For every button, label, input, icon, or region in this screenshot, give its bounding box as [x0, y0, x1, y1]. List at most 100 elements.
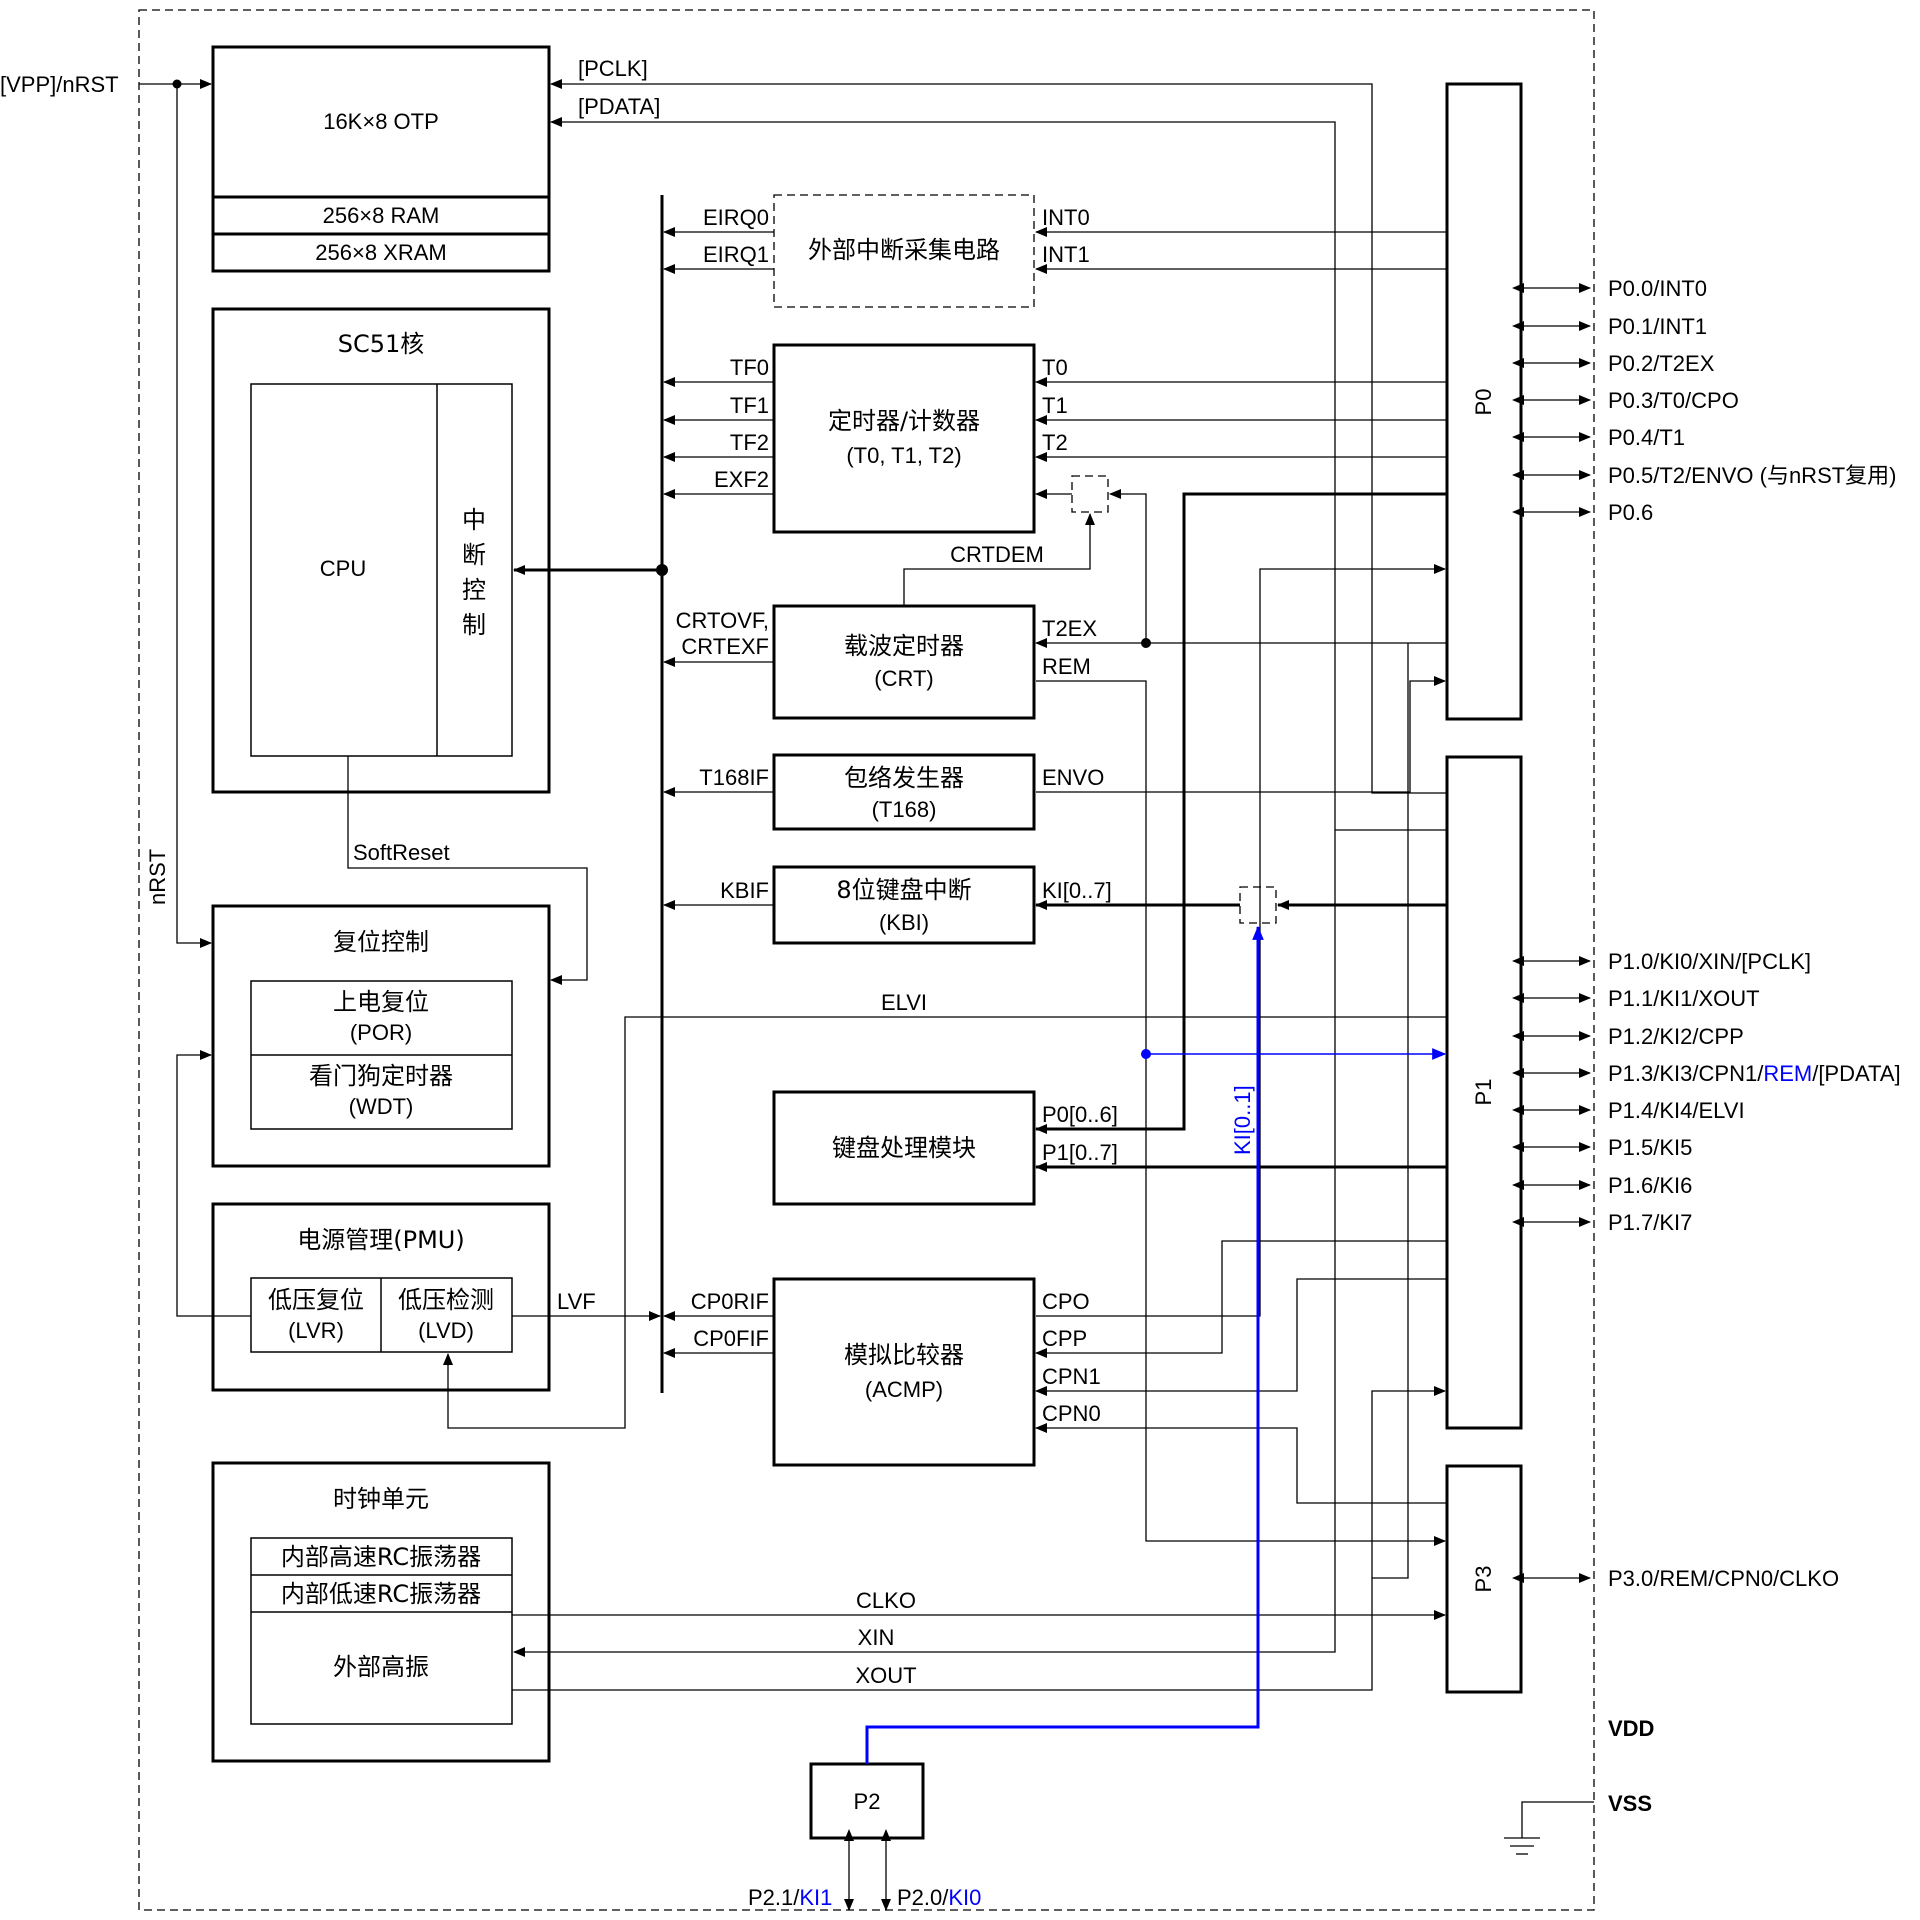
port0-label: P0 — [1471, 389, 1496, 416]
crt-abbr: (CRT) — [874, 666, 933, 691]
kbd-label: 键盘处理模块 — [832, 1134, 976, 1162]
reset-label: 复位控制 — [333, 928, 429, 956]
sig-envo: ENVO — [1042, 765, 1104, 790]
sig-t2: T2 — [1042, 430, 1068, 455]
port3-block: P3 — [1445, 1464, 1523, 1694]
sig-eirq1: EIRQ1 — [703, 242, 769, 267]
sig-t2ex: T2EX — [1042, 616, 1097, 641]
irq-char-1: 中 — [462, 506, 486, 534]
sig-crtovf: CRTOVF, — [676, 608, 769, 633]
pin-p21: P2.1/KI1 — [748, 1885, 832, 1910]
chip-boundary — [138, 9, 1595, 1911]
kbi-block: 8位键盘中断 (KBI) — [772, 865, 1036, 945]
sig-clko: CLKO — [856, 1588, 916, 1613]
pin-p10: P1.0/KI0/XIN/[PCLK] — [1608, 949, 1811, 974]
otp-label: 16K×8 OTP — [323, 109, 439, 134]
sig-ki01: KI[0..1] — [1230, 1085, 1255, 1155]
acmp-label: 模拟比较器 — [844, 1341, 964, 1369]
t168-block: 包络发生器 (T168) — [772, 753, 1036, 831]
pin-arrows — [1512, 283, 1591, 1583]
sig-cpn1: CPN1 — [1042, 1364, 1101, 1389]
lvr-label: 低压复位 — [268, 1286, 364, 1314]
acmp-block: 模拟比较器 (ACMP) — [772, 1277, 1036, 1467]
timer-label: 定时器/计数器 — [828, 407, 980, 435]
sig-crtdem: CRTDEM — [950, 542, 1044, 567]
wdt-abbr: (WDT) — [349, 1094, 414, 1119]
port2-block: P2 — [809, 1762, 925, 1840]
pin-p16: P1.6/KI6 — [1608, 1173, 1692, 1198]
crt-label: 载波定时器 — [844, 632, 964, 660]
sig-pclk: [PCLK] — [578, 56, 648, 81]
timer-abbr: (T0, T1, T2) — [846, 443, 961, 468]
pin-vss: VSS — [1608, 1791, 1652, 1816]
sig-exf2: EXF2 — [714, 467, 769, 492]
sig-cpn0: CPN0 — [1042, 1401, 1101, 1426]
sig-p107: P1[0..7] — [1042, 1140, 1118, 1165]
sig-rem: REM — [1042, 654, 1091, 679]
wdt-label: 看门狗定时器 — [309, 1062, 453, 1090]
pin-nrst: nRST — [145, 849, 170, 905]
por-label: 上电复位 — [333, 988, 429, 1016]
sig-cp0fif: CP0FIF — [693, 1326, 769, 1351]
sig-int0: INT0 — [1042, 205, 1090, 230]
sig-crtexf: CRTEXF — [681, 634, 769, 659]
sig-int1: INT1 — [1042, 242, 1090, 267]
ext-int-label: 外部中断采集电路 — [808, 236, 1000, 264]
port1-label: P1 — [1471, 1079, 1496, 1106]
sig-kbif: KBIF — [720, 878, 769, 903]
external-interrupt-block: 外部中断采集电路 — [773, 194, 1035, 308]
sig-t0: T0 — [1042, 355, 1068, 380]
pin-vdd: VDD — [1608, 1716, 1654, 1741]
sig-xout: XOUT — [855, 1663, 916, 1688]
sig-tf0: TF0 — [730, 355, 769, 380]
timer-counter-block: 定时器/计数器 (T0, T1, T2) — [772, 343, 1036, 534]
sig-xin: XIN — [858, 1625, 895, 1650]
otp-memory-block: 16K×8 OTP 256×8 RAM 256×8 XRAM — [211, 45, 551, 273]
pmu-block: 电源管理(PMU) 低压复位 (LVR) 低压检测 (LVD) — [211, 1202, 551, 1392]
t168-label: 包络发生器 — [844, 764, 964, 792]
port2-label: P2 — [854, 1789, 881, 1814]
lvd-label: 低压检测 — [398, 1286, 494, 1314]
lirc-label: 内部低速RC振荡器 — [281, 1580, 481, 1608]
xosc-label: 外部高振 — [333, 1653, 429, 1681]
sig-eirq0: EIRQ0 — [703, 205, 769, 230]
pin-p05: P0.5/T2/ENVO (与nRST复用) — [1608, 463, 1897, 488]
pin-p30: P3.0/REM/CPN0/CLKO — [1608, 1566, 1839, 1591]
pin-p15: P1.5/KI5 — [1608, 1135, 1692, 1160]
sig-softreset: SoftReset — [353, 840, 450, 865]
internal-bus — [513, 195, 668, 1393]
clock-label: 时钟单元 — [333, 1485, 429, 1513]
pin-labels: [VPP]/nRST nRST P0.0/INT0 P0.1/INT1 P0.2… — [0, 72, 1901, 1910]
pin-p12: P1.2/KI2/CPP — [1608, 1024, 1744, 1049]
keyboard-processing-block: 键盘处理模块 — [772, 1090, 1036, 1206]
port3-label: P3 — [1471, 1566, 1496, 1593]
sig-cpo: CPO — [1042, 1289, 1090, 1314]
sig-t168if: T168IF — [699, 765, 769, 790]
cpu-label: CPU — [320, 556, 366, 581]
pin-p17: P1.7/KI7 — [1608, 1210, 1692, 1235]
pmu-label: 电源管理(PMU) — [297, 1226, 464, 1254]
pin-p14: P1.4/KI4/ELVI — [1608, 1098, 1745, 1123]
ki-mux — [1239, 886, 1277, 924]
pin-p06: P0.6 — [1608, 500, 1653, 525]
sig-elvi: ELVI — [881, 990, 927, 1015]
port0-block: P0 — [1445, 82, 1523, 721]
sig-cpp: CPP — [1042, 1326, 1087, 1351]
crt-block: 载波定时器 (CRT) — [772, 604, 1036, 720]
sig-pdata: [PDATA] — [578, 94, 660, 119]
pin-p00: P0.0/INT0 — [1608, 276, 1707, 301]
sc51-core-block: SC51核 CPU 中 断 控 制 — [211, 307, 551, 794]
irq-char-3: 控 — [462, 576, 486, 604]
t2ex-mux — [1071, 475, 1109, 513]
por-abbr: (POR) — [350, 1020, 412, 1045]
sig-p006: P0[0..6] — [1042, 1102, 1118, 1127]
lvd-abbr: (LVD) — [418, 1318, 474, 1343]
pin-p04: P0.4/T1 — [1608, 425, 1685, 450]
pin-p02: P0.2/T2EX — [1608, 351, 1715, 376]
clock-unit-block: 时钟单元 内部高速RC振荡器 内部低速RC振荡器 外部高振 — [211, 1461, 551, 1763]
pin-p11: P1.1/KI1/XOUT — [1608, 986, 1760, 1011]
kbi-label: 8位键盘中断 — [836, 876, 971, 904]
sig-lvf: LVF — [557, 1289, 596, 1314]
sig-ki07: KI[0..7] — [1042, 878, 1112, 903]
